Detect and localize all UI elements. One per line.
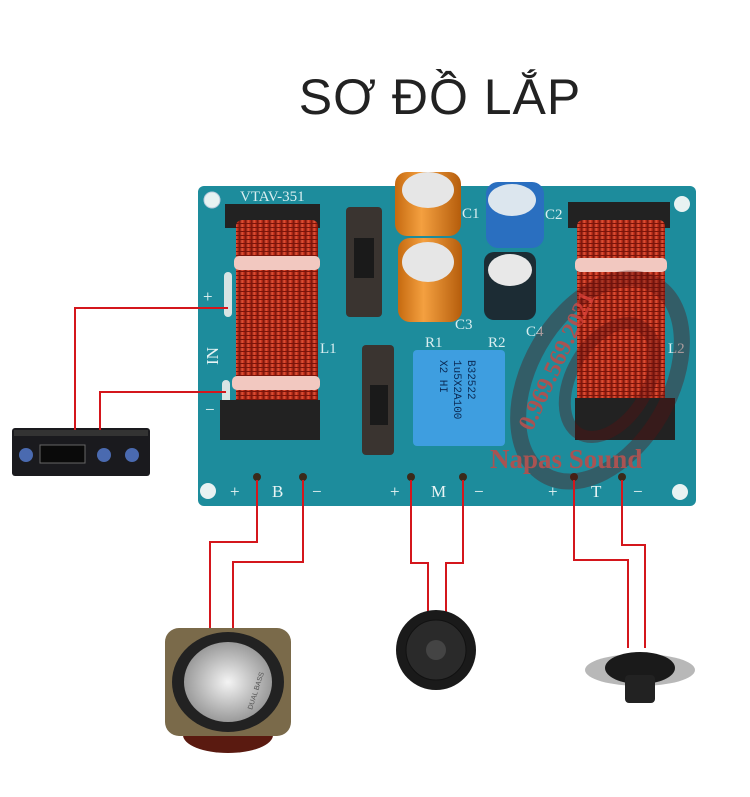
input-label: IN xyxy=(203,347,222,365)
label-c3: C3 xyxy=(455,317,473,333)
mid-minus: − xyxy=(474,482,484,501)
cap-text-2: 1u5X2A100 xyxy=(450,360,462,419)
capacitor-c4: C4 xyxy=(484,252,544,340)
film-capacitor: B32522 1u5X2A100 X2 HI R1 R2 xyxy=(413,335,506,446)
cap-text-3: X2 HI xyxy=(436,360,448,393)
label-c1: C1 xyxy=(462,206,480,222)
mid-plus: + xyxy=(390,482,400,501)
label-l2: L2 xyxy=(668,341,685,357)
amplifier xyxy=(12,428,150,476)
capacitor-c3: C3 xyxy=(398,238,473,333)
bass-label: B xyxy=(272,482,283,501)
wiring xyxy=(74,307,646,665)
input-plus-label: + xyxy=(203,287,213,306)
tweeter-plus: + xyxy=(548,482,558,501)
slide-switch-1 xyxy=(346,207,382,317)
inductor-l2: L2 xyxy=(568,202,685,440)
midrange-speaker xyxy=(396,610,476,690)
label-c4: C4 xyxy=(526,324,544,340)
mid-label: M xyxy=(431,482,446,501)
input-minus-label: − xyxy=(205,400,215,419)
tweeter-label: T xyxy=(591,482,602,501)
label-l1: L1 xyxy=(320,341,337,357)
inductor-l1: L1 xyxy=(220,204,337,440)
pcb-board: + IN − xyxy=(198,186,696,506)
page-title: SƠ ĐỒ LẮP xyxy=(298,69,582,125)
woofer-speaker: DUAL BASS xyxy=(165,628,291,753)
board-model: VTAV-351 xyxy=(240,189,305,205)
label-r1: R1 xyxy=(425,335,443,351)
capacitor-c1: C1 xyxy=(395,172,480,236)
tweeter-minus: − xyxy=(633,482,643,501)
slide-switch-2 xyxy=(362,345,394,455)
bass-minus: − xyxy=(312,482,322,501)
cap-text-1: B32522 xyxy=(464,360,476,400)
watermark-brand: Napas Sound xyxy=(490,444,642,474)
tweeter-speaker xyxy=(585,652,695,703)
capacitor-c2: C2 xyxy=(486,182,563,248)
label-r2: R2 xyxy=(488,335,506,351)
label-c2: C2 xyxy=(545,207,563,223)
bass-plus: + xyxy=(230,482,240,501)
output-labels: + B − + M − + T − xyxy=(230,482,643,501)
